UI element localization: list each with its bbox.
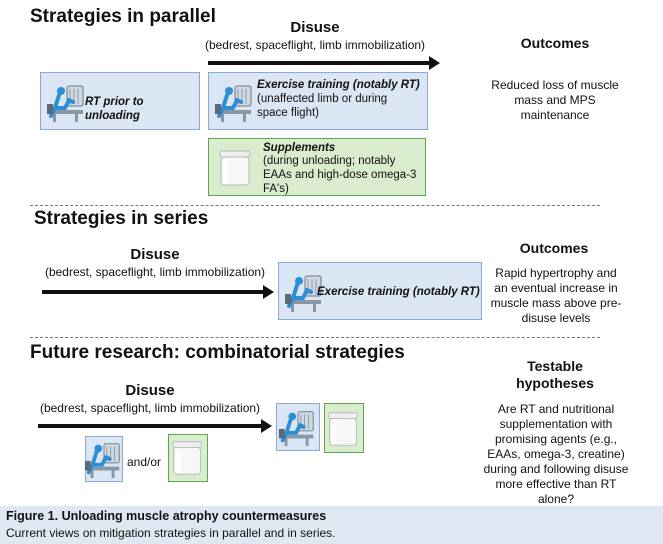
future-rt-box bbox=[83, 436, 123, 482]
caption-body: Current views on mitigation strategies i… bbox=[6, 526, 336, 540]
supplements-box: Supplements (during unloading; notably E… bbox=[208, 138, 426, 196]
future-combined-rt-box bbox=[276, 403, 320, 451]
series-disuse-label: Disuse bbox=[130, 246, 180, 263]
series-exercise-title: Exercise training (notably RT) bbox=[317, 286, 480, 298]
supplements-title: Supplements bbox=[263, 142, 336, 154]
hypotheses-text: Are RT and nutritional supplementation w… bbox=[483, 402, 629, 506]
leg-press-machine-icon bbox=[277, 409, 316, 448]
series-section-title: Strategies in series bbox=[34, 208, 209, 229]
parallel-section-title: Strategies in parallel bbox=[30, 6, 216, 27]
caption-title: Figure 1. Unloading muscle atrophy count… bbox=[6, 509, 327, 523]
section-divider-1 bbox=[30, 205, 600, 206]
supplement-jar-icon bbox=[328, 412, 358, 446]
figure-caption: Figure 1. Unloading muscle atrophy count… bbox=[0, 506, 663, 544]
future-section-title: Future research: combinatorial strategie… bbox=[30, 342, 405, 363]
parallel-outcomes-heading: Outcomes bbox=[520, 35, 590, 51]
supplement-jar-icon bbox=[219, 150, 251, 186]
rt-prior-label: RT prior to unloading bbox=[85, 96, 144, 122]
series-exercise-box: Exercise training (notably RT) bbox=[278, 262, 482, 320]
rt-prior-box: RT prior to unloading bbox=[40, 72, 200, 130]
section-divider-2 bbox=[30, 337, 600, 338]
supplement-jar-icon bbox=[172, 441, 202, 475]
future-disuse-label: Disuse bbox=[125, 382, 175, 399]
future-disuse-arrow bbox=[38, 419, 272, 433]
series-disuse-arrow bbox=[42, 285, 274, 299]
parallel-disuse-label: Disuse bbox=[290, 19, 340, 36]
leg-press-machine-icon bbox=[213, 84, 253, 124]
parallel-disuse-sub: (bedrest, spaceflight, limb immobilizati… bbox=[204, 38, 426, 52]
future-disuse-sub: (bedrest, spaceflight, limb immobilizati… bbox=[39, 401, 261, 415]
parallel-exercise-title: Exercise training (notably RT) bbox=[257, 79, 420, 91]
parallel-outcome-text: Reduced loss of muscle mass and MPS main… bbox=[491, 78, 619, 122]
future-combined-supplement-box bbox=[324, 403, 364, 453]
series-outcome-text: Rapid hypertrophy and an eventual increa… bbox=[490, 266, 622, 325]
hypotheses-heading: Testable hypotheses bbox=[516, 358, 594, 391]
supplements-sub: (during unloading; notably EAAs and high… bbox=[263, 155, 417, 195]
parallel-exercise-sub: (unaffected limb or during space flight) bbox=[257, 93, 388, 119]
parallel-exercise-box: Exercise training (notably RT) (unaffect… bbox=[208, 72, 428, 130]
leg-press-machine-icon bbox=[45, 84, 85, 124]
parallel-disuse-arrow bbox=[208, 56, 440, 70]
series-outcomes-heading: Outcomes bbox=[519, 240, 589, 256]
andor-label: and/or bbox=[127, 455, 162, 469]
leg-press-machine-icon bbox=[83, 441, 122, 480]
series-disuse-sub: (bedrest, spaceflight, limb immobilizati… bbox=[44, 265, 266, 279]
future-supplement-box bbox=[168, 434, 208, 482]
